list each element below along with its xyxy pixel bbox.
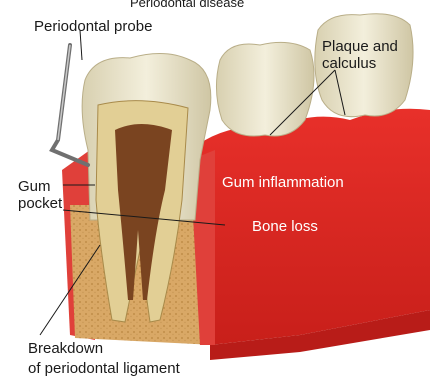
top-cut-label: Periodontal disease [130, 0, 244, 11]
plaque-label-line2: calculus [322, 55, 376, 72]
gum-inflammation-label: Gum inflammation [222, 174, 344, 191]
bone-loss-label: Bone loss [252, 218, 318, 235]
tooth-middle [216, 42, 314, 136]
plaque-label-line1: Plaque and [322, 38, 398, 55]
probe-label: Periodontal probe [34, 18, 152, 35]
breakdown-label-line2: of periodontal ligament [28, 360, 180, 377]
gum-pocket-label-line1: Gum [18, 178, 51, 195]
breakdown-label-line1: Breakdown [28, 340, 103, 357]
gum-pocket-label-line2: pocket [18, 195, 62, 212]
